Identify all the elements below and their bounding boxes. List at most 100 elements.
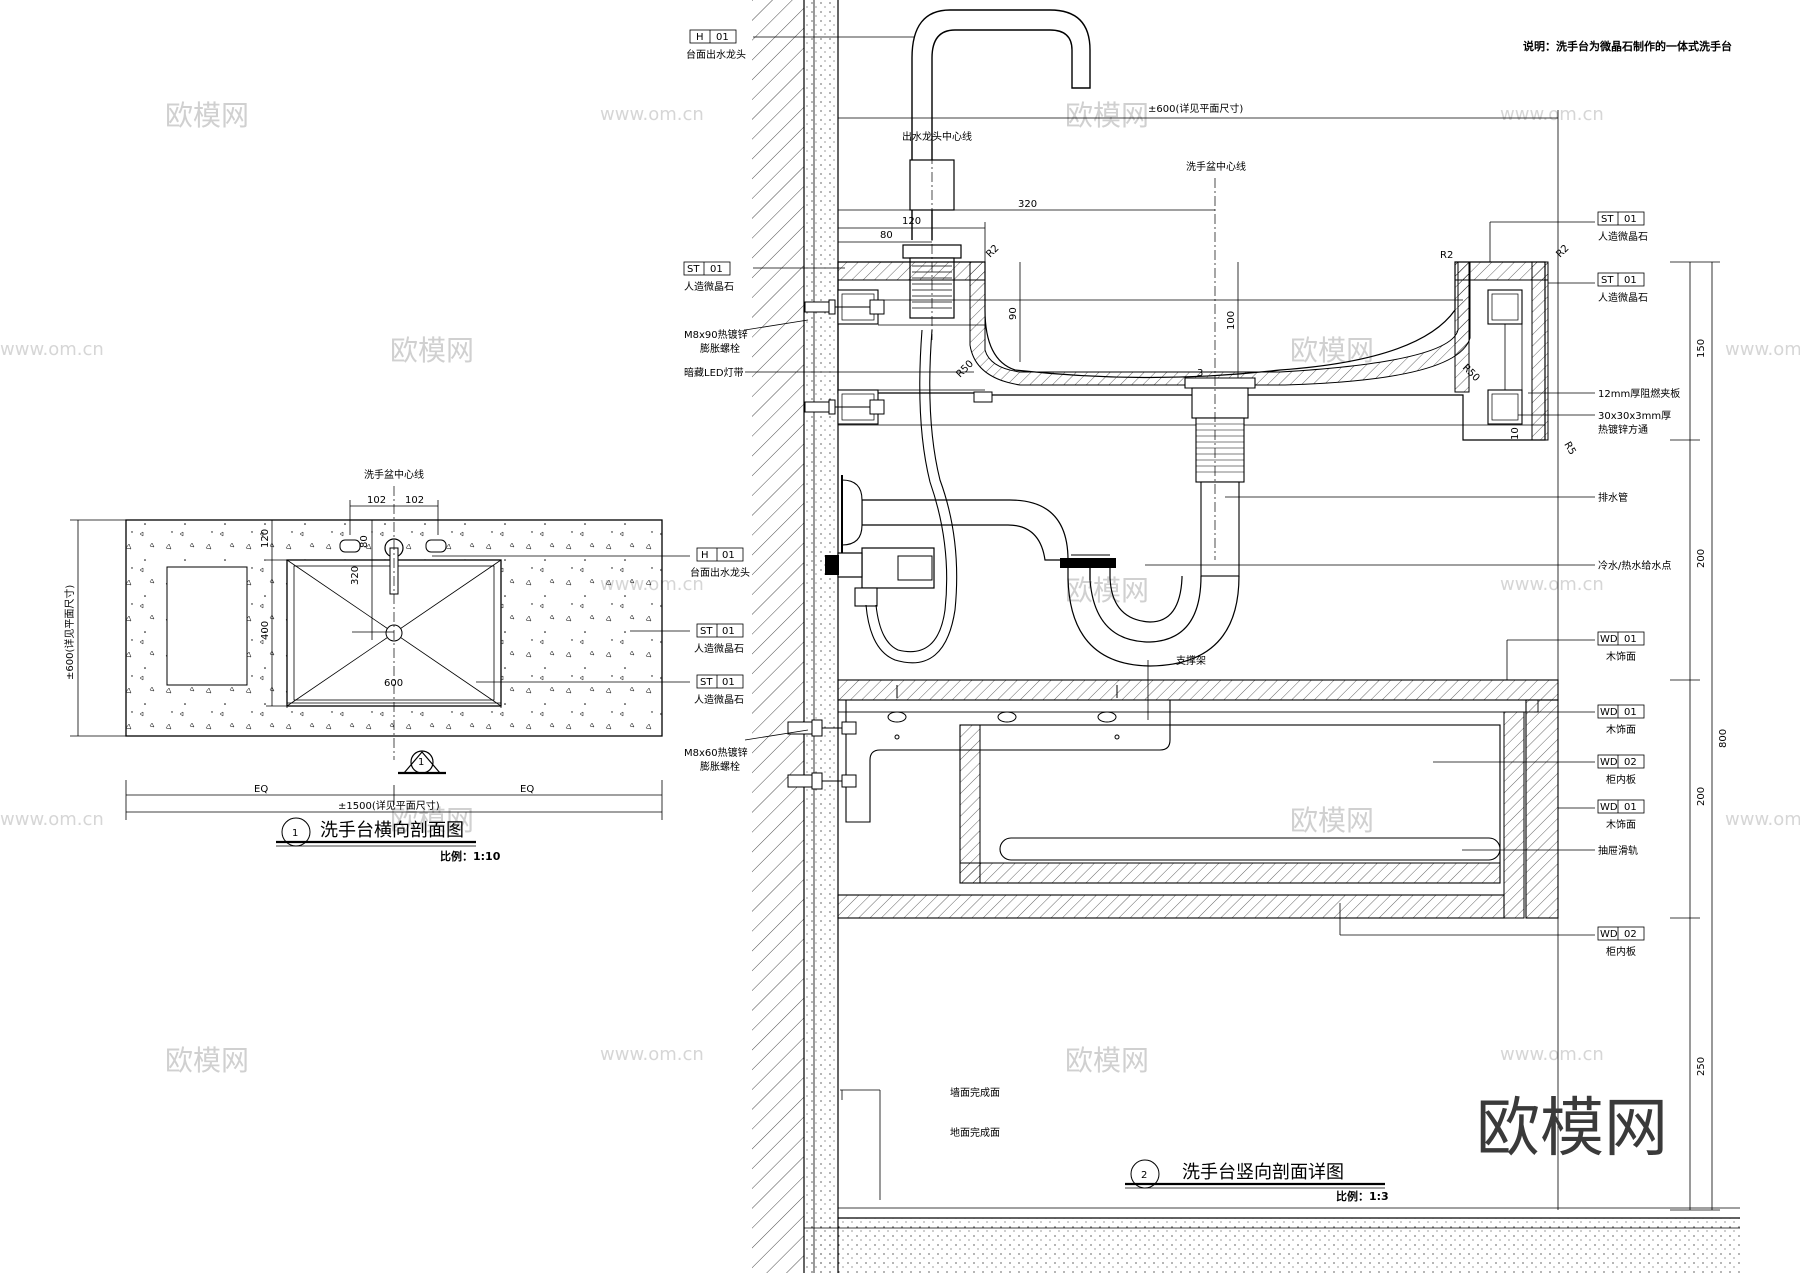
bolt-note: 膨胀螺栓	[700, 342, 740, 355]
svg-text:02: 02	[1624, 757, 1637, 768]
wall-finish-label: 墙面完成面	[950, 1086, 1000, 1099]
drain-flange	[1184, 377, 1256, 389]
watermark: 欧模网	[1290, 804, 1374, 837]
title-number: 2	[1141, 1170, 1147, 1181]
radius-label: R2	[1440, 250, 1453, 261]
trap-nut	[1060, 558, 1116, 568]
floor-finish-label: 地面完成面	[950, 1126, 1000, 1139]
steel-tube	[1487, 289, 1523, 325]
site-logo: 欧模网	[1476, 1092, 1668, 1166]
watermark: 欧模网	[1065, 99, 1149, 132]
section-marker-number: 1	[418, 757, 424, 768]
floor-layer	[804, 1218, 1740, 1273]
countertop-section	[837, 261, 986, 281]
tag-wd01: WD 01 木饰面	[1597, 704, 1645, 736]
svg-text:人造微晶石: 人造微晶石	[1598, 291, 1648, 304]
section-1-drawing	[70, 486, 690, 820]
center-label: 洗手盆中心线	[364, 468, 424, 481]
watermark: www.om.cn	[600, 1044, 704, 1065]
dim-label: ±600(详见平面尺寸)	[63, 585, 76, 680]
dim-label: EQ	[254, 784, 268, 795]
dim-label: 10	[1510, 427, 1521, 440]
watermark: 欧模网	[165, 1044, 249, 1077]
svg-text:人造微晶石: 人造微晶石	[694, 642, 744, 655]
dim-label: 90	[1008, 307, 1019, 320]
cabinet-top	[837, 679, 1559, 701]
svg-text:WD: WD	[1600, 802, 1618, 813]
flexible-hose	[865, 329, 958, 664]
slide-note: 抽屉滑轨	[1598, 844, 1638, 857]
svg-text:人造微晶石: 人造微晶石	[1598, 230, 1648, 243]
section-2-labels: 说明：洗手台为微晶石制作的一体式洗手台 ±600(详见平面尺寸) 出水龙头中心线…	[683, 29, 1732, 1203]
tag-st01: ST 01 人造微晶石	[694, 623, 744, 655]
basin-centerline-label: 洗手盆中心线	[1186, 160, 1246, 173]
drawer-slide	[999, 837, 1501, 861]
dim-label: 102	[367, 495, 386, 506]
svg-text:01: 01	[1624, 275, 1637, 286]
drain-pipe	[1200, 481, 1240, 577]
watermark: 欧模网	[1290, 334, 1374, 367]
support-label: 支撑架	[1176, 654, 1206, 667]
svg-text:01: 01	[722, 626, 735, 637]
wall-finish-layer	[804, 0, 838, 1273]
general-note: 说明：洗手台为微晶石制作的一体式洗手台	[1523, 39, 1732, 53]
watermark: www.om.cn	[0, 339, 104, 360]
svg-text:01: 01	[722, 550, 735, 561]
watermark: www.om.cn	[0, 809, 104, 830]
bolt-note: 膨胀螺栓	[700, 760, 740, 773]
dim-label: 600	[384, 678, 403, 689]
dim-label: 80	[359, 535, 370, 548]
section-1-labels: 洗手盆中心线 102 102 120 80 320 400 600 EQ EQ …	[63, 468, 750, 863]
dim-label: 200	[1696, 549, 1707, 568]
bolt-note: M8x60热镀锌	[684, 746, 748, 759]
svg-text:01: 01	[1624, 802, 1637, 813]
svg-text:01: 01	[1624, 634, 1637, 645]
svg-text:木饰面: 木饰面	[1606, 650, 1636, 663]
watermark: 欧模网	[1065, 574, 1149, 607]
tube-note: 30x30x3mm厚	[1598, 410, 1671, 422]
dim-label: 3	[1197, 368, 1203, 379]
tag-h01: H 01 台面出水龙头	[686, 29, 746, 61]
svg-text:01: 01	[1624, 707, 1637, 718]
svg-text:01: 01	[716, 32, 729, 43]
tag-st01: ST 01 人造微晶石	[1597, 211, 1648, 243]
watermark: 欧模网	[390, 804, 474, 837]
title-number: 1	[292, 828, 298, 839]
led-note: 暗藏LED灯带	[684, 366, 744, 379]
section-2-title: 洗手台竖向剖面详图	[1182, 1162, 1344, 1183]
section-2-drawing	[744, 0, 1740, 1273]
svg-text:人造微晶石: 人造微晶石	[684, 280, 734, 293]
tube-note: 热镀锌方通	[1598, 423, 1648, 436]
watermark: www.om.cn	[600, 104, 704, 125]
dim-label: 320	[1018, 199, 1037, 210]
radius-label: R5	[1561, 440, 1577, 457]
cabinet-side	[1525, 699, 1559, 919]
section-1-title: 洗手台横向剖面图	[320, 820, 464, 841]
svg-text:柜内板: 柜内板	[1606, 945, 1636, 958]
watermark: 欧模网	[390, 334, 474, 367]
tag-wd02: WD 02 柜内板	[1597, 926, 1645, 958]
svg-text:WD: WD	[1600, 929, 1618, 940]
tag-st01: ST 01 人造微晶石	[1597, 272, 1648, 304]
dim-label: 80	[880, 230, 893, 241]
dim-label: ±1500(详见平面尺寸)	[338, 799, 440, 812]
dim-label: EQ	[520, 784, 534, 795]
radius-label: R2	[1554, 243, 1571, 260]
water-note: 冷水/热水给水点	[1598, 559, 1671, 572]
svg-text:台面出水龙头: 台面出水龙头	[690, 566, 750, 579]
basin-section	[969, 261, 1471, 386]
watermark: www.om.cn	[1500, 104, 1604, 125]
anchor-bolt	[804, 299, 885, 415]
dim-label: 120	[902, 216, 921, 227]
watermark: 欧模网	[1065, 1044, 1149, 1077]
faucet-section	[911, 9, 1091, 240]
svg-text:ST: ST	[700, 677, 713, 688]
tag-wd02: WD 02 柜内板	[1597, 754, 1645, 786]
section-2-scale: 比例：1:3	[1336, 1189, 1389, 1203]
watermark: www.om.cn	[1725, 339, 1800, 360]
svg-text:01: 01	[710, 264, 723, 275]
watermark: www.om.cn	[1725, 809, 1800, 830]
anchor-bolt	[787, 719, 857, 790]
svg-text:ST: ST	[687, 264, 700, 275]
dim-label: 102	[405, 495, 424, 506]
